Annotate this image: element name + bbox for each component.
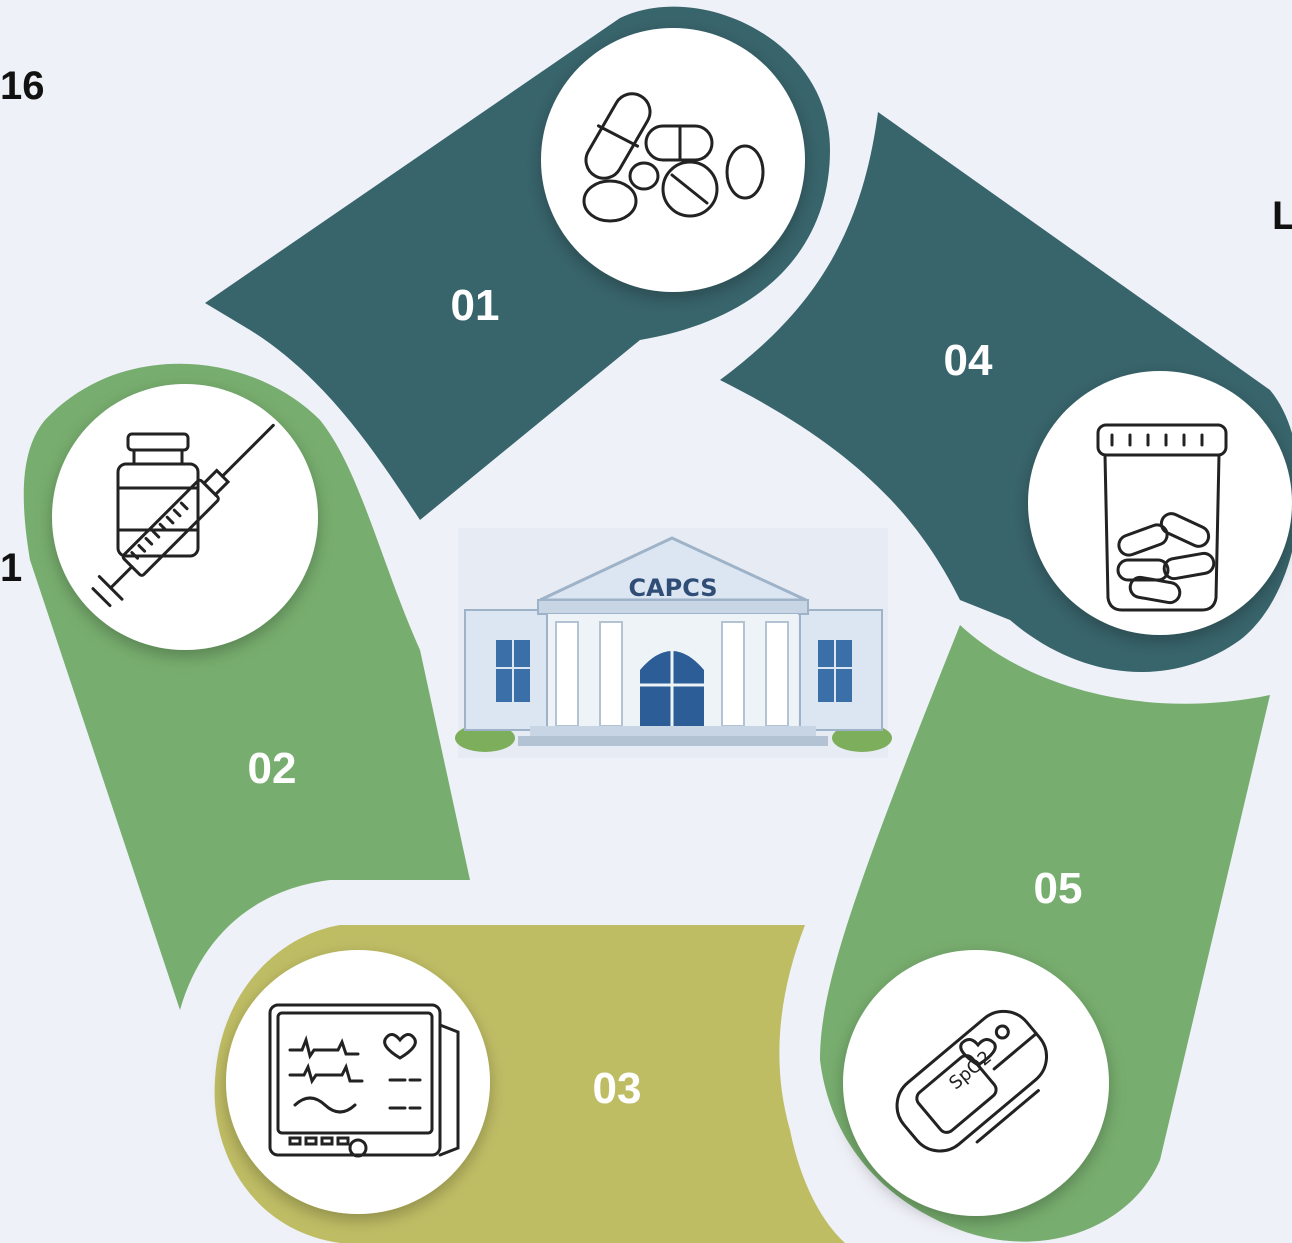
vial-syringe-icon bbox=[91, 423, 275, 608]
step-01: 01 bbox=[205, 6, 830, 521]
step-05: SpO2 05 bbox=[820, 625, 1270, 1242]
edge-text-top-left: 16 bbox=[0, 64, 45, 108]
step-02-number: 02 bbox=[248, 744, 297, 793]
edge-text-left: 1 bbox=[0, 546, 23, 590]
government-building-icon: CAPCS bbox=[455, 528, 892, 758]
step-02-icon-circle bbox=[52, 384, 318, 650]
pill-jar-icon bbox=[1096, 423, 1228, 612]
edge-text-right: L bbox=[1272, 194, 1292, 238]
step-04: 04 bbox=[720, 112, 1292, 672]
building-label: CAPCS bbox=[628, 574, 717, 602]
step-01-number: 01 bbox=[451, 281, 500, 330]
step-05-number: 05 bbox=[1034, 864, 1083, 913]
pills-icon bbox=[582, 92, 765, 223]
step-02: 02 bbox=[23, 363, 470, 1010]
step-03-number: 03 bbox=[593, 1064, 642, 1113]
patient-monitor-icon bbox=[268, 1003, 460, 1158]
step-03: 03 bbox=[214, 925, 845, 1243]
step-04-number: 04 bbox=[944, 336, 993, 385]
step-05-icon-circle bbox=[843, 950, 1109, 1216]
step-04-icon-circle bbox=[1028, 371, 1292, 635]
